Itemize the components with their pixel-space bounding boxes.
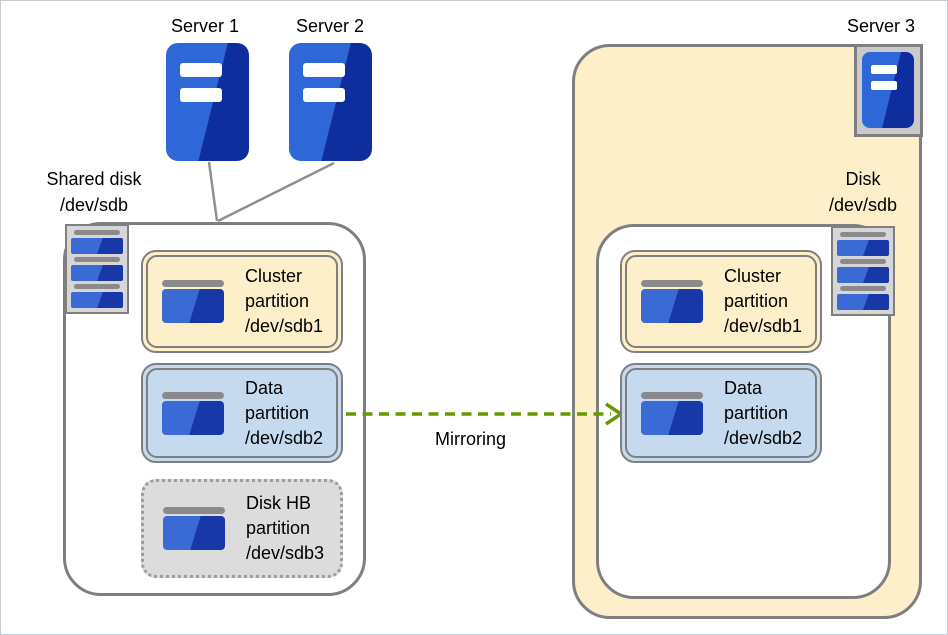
mirror-cluster-partition-box: Cluster partition /dev/sdb1 <box>620 250 822 353</box>
shared-disk-label: Shared disk /dev/sdb <box>23 166 165 218</box>
disk-divider <box>74 284 120 289</box>
mirroring-label: Mirroring <box>434 429 506 449</box>
server-slot-icon <box>871 65 897 74</box>
partition-line: partition <box>245 402 310 423</box>
partition-line: Disk HB <box>246 493 312 513</box>
server-slot-icon <box>303 88 345 102</box>
mirror-disk-label-line1: Disk <box>845 169 881 189</box>
partition-line: /dev/sdb1 <box>245 316 324 336</box>
disk-platter <box>837 240 889 256</box>
server2-connector-line <box>217 161 335 223</box>
partition-icon <box>641 280 703 323</box>
server3-label: Server 3 <box>846 16 916 36</box>
disk-divider <box>74 230 120 235</box>
partition-line: partition <box>724 291 789 311</box>
disk-platter <box>71 292 123 308</box>
partition-line: Cluster <box>724 266 782 286</box>
disk-platter <box>837 267 889 283</box>
partition-line: partition <box>724 402 789 423</box>
partition-icon <box>163 507 225 550</box>
server3-icon-frame <box>854 44 923 137</box>
partition-icon <box>162 280 224 323</box>
partition-text: Disk HB partition /dev/sdb3 <box>246 491 324 566</box>
shared-disk-stack-icon <box>65 224 129 314</box>
server1-label: Server 1 <box>170 16 240 36</box>
partition-line: Data <box>724 377 763 398</box>
partition-text: Data partition /dev/sdb2 <box>245 376 323 451</box>
server1-icon <box>166 43 249 161</box>
server1-connector-line <box>207 161 219 222</box>
server3-icon <box>862 52 914 128</box>
partition-line: /dev/sdb1 <box>724 316 803 336</box>
shared-data-partition-box: Data partition /dev/sdb2 <box>141 363 343 463</box>
partition-line: Data <box>245 377 284 398</box>
disk-platter <box>71 238 123 254</box>
disk-divider <box>840 259 886 264</box>
server-slot-icon <box>303 63 345 77</box>
partition-icon <box>641 391 703 435</box>
disk-platter <box>837 294 889 310</box>
partition-line: Cluster <box>245 266 303 286</box>
partition-icon <box>162 391 224 435</box>
partition-text: Cluster partition /dev/sdb1 <box>245 264 323 339</box>
partition-line: /dev/sdb2 <box>245 427 324 448</box>
shared-disk-label-line1: Shared disk <box>46 169 142 189</box>
partition-line: partition <box>245 291 310 311</box>
mirror-disk-label: Disk /dev/sdb <box>796 166 930 218</box>
disk-hb-partition-box: Disk HB partition /dev/sdb3 <box>141 479 343 578</box>
partition-text: Data partition /dev/sdb2 <box>724 376 802 451</box>
server2-label: Server 2 <box>295 16 365 36</box>
partition-line: /dev/sdb2 <box>724 427 803 448</box>
shared-cluster-partition-box: Cluster partition /dev/sdb1 <box>141 250 343 353</box>
mirror-disk-stack-icon <box>831 226 895 316</box>
disk-platter <box>71 265 123 281</box>
mirror-data-partition-box: Data partition /dev/sdb2 <box>620 363 822 463</box>
disk-divider <box>74 257 120 262</box>
disk-divider <box>840 232 886 237</box>
shared-disk-label-line2: /dev/sdb <box>59 195 129 215</box>
server2-icon <box>289 43 372 161</box>
mirror-disk-label-line2: /dev/sdb <box>828 195 898 215</box>
partition-text: Cluster partition /dev/sdb1 <box>724 264 802 339</box>
disk-divider <box>840 286 886 291</box>
server-slot-icon <box>180 88 222 102</box>
server-slot-icon <box>180 63 222 77</box>
server-slot-icon <box>871 81 897 90</box>
partition-line: /dev/sdb3 <box>246 543 325 563</box>
partition-line: partition <box>246 518 311 538</box>
